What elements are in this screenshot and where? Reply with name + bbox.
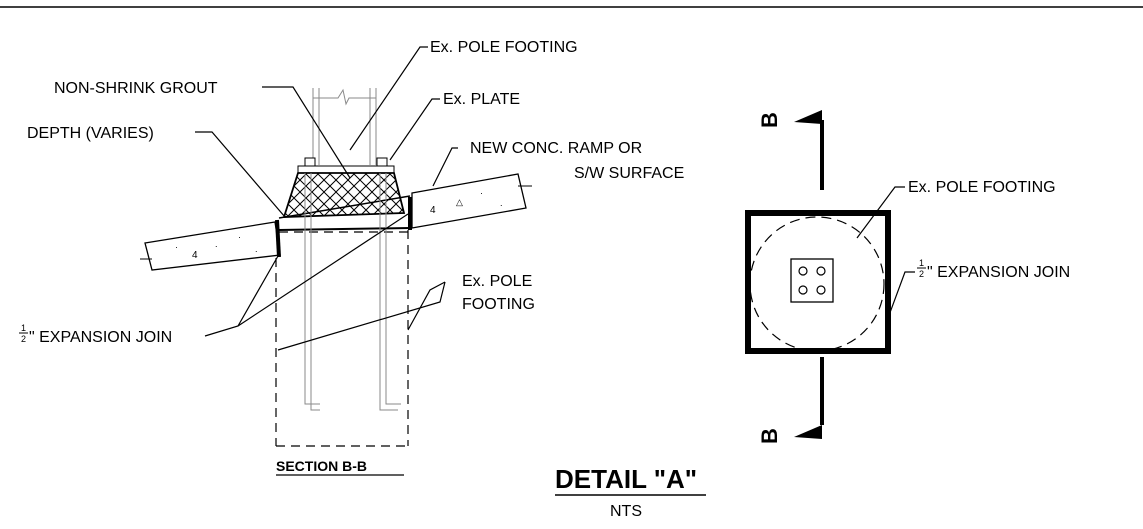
detail-title: DETAIL "A": [555, 464, 697, 494]
expansion-joint-left: [275, 219, 281, 258]
fraction-numerator-plan: 1: [919, 258, 924, 268]
section-title: SECTION B-B: [276, 458, 367, 474]
fraction-numerator: 1: [21, 323, 26, 333]
fraction-denominator: 2: [21, 334, 26, 344]
plan-leader-lines: [856, 186, 915, 319]
svg-text:.: .: [500, 198, 503, 208]
section-marker-bottom: B: [757, 428, 782, 444]
svg-text:·: ·: [480, 188, 483, 198]
plan-view: B B Ex. POLE FOOTING 1 2 " EXPANSION JOI…: [745, 110, 1070, 444]
svg-text:.: .: [255, 244, 258, 254]
svg-text:·: ·: [175, 242, 178, 252]
label-expansion-joint-plan: 1 2 " EXPANSION JOIN: [917, 258, 1070, 281]
label-plan-pole-footing: Ex. POLE FOOTING: [908, 179, 1056, 196]
svg-text:·: ·: [238, 232, 241, 242]
fraction-denominator-plan: 2: [919, 269, 924, 279]
anchor-bolts: [304, 173, 401, 411]
existing-pole: [312, 88, 377, 165]
label-non-shrink-grout: NON-SHRINK GROUT: [54, 80, 218, 97]
section-arrow-top: [794, 110, 822, 124]
leader-lines: [195, 46, 458, 351]
non-shrink-grout: [282, 172, 406, 218]
concrete-slab-right: 4 △ · .: [411, 173, 532, 229]
label-new-surface-line2: S/W SURFACE: [574, 165, 684, 182]
label-pole-footing-top: Ex. POLE FOOTING: [430, 39, 578, 56]
label-depth-varies: DEPTH (VARIES): [27, 125, 154, 142]
svg-text:.: .: [215, 239, 218, 249]
section-arrow-bottom: [794, 425, 822, 439]
pole-footing-section: [275, 230, 410, 447]
plan-base-plate: [790, 258, 834, 303]
existing-plate: [297, 157, 395, 174]
svg-text:△: △: [456, 197, 463, 207]
label-pole-footing-line1: Ex. POLE: [462, 273, 532, 290]
label-new-surface-line1: NEW CONC. RAMP OR: [470, 140, 642, 157]
svg-text:4: 4: [192, 250, 198, 261]
detail-title-block: DETAIL "A" NTS: [555, 464, 706, 520]
label-expansion-joint-plan-text: " EXPANSION JOIN: [927, 264, 1070, 281]
pole-footing-circle: [749, 216, 885, 352]
section-cut-line: B B: [757, 110, 824, 444]
concrete-slab-left: · 4 . · .: [140, 221, 281, 271]
detail-scale: NTS: [610, 503, 642, 520]
label-plate: Ex. PLATE: [443, 91, 520, 108]
section-b-b: · 4 . · . 4 △ · .: [19, 39, 684, 476]
section-marker-top: B: [757, 112, 782, 128]
label-expansion-joint-section: 1 2 " EXPANSION JOIN: [19, 323, 172, 346]
label-expansion-joint-text: " EXPANSION JOIN: [29, 329, 172, 346]
svg-text:4: 4: [430, 205, 436, 216]
label-pole-footing-line2: FOOTING: [462, 296, 535, 313]
